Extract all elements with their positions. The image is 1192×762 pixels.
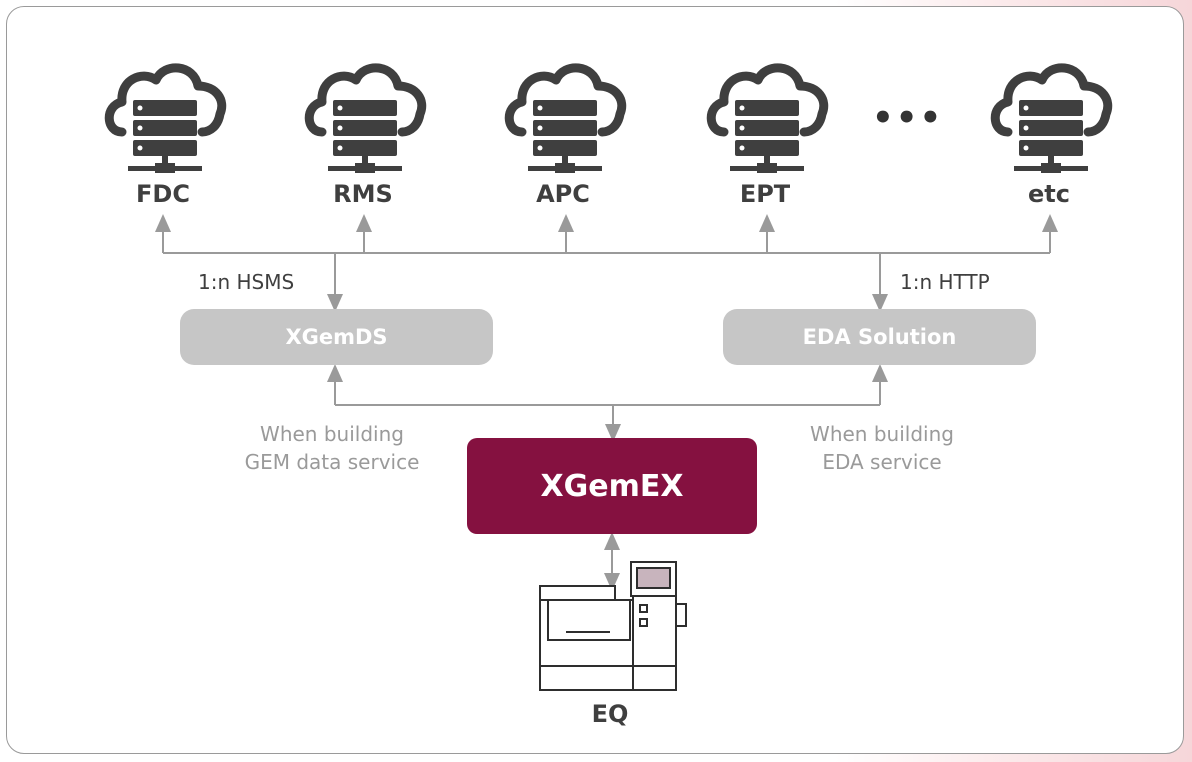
server-label-apc: APC	[536, 180, 590, 208]
etc-cloud-server-icon	[995, 68, 1108, 173]
middleware-bus-connector	[327, 364, 888, 442]
protocol-label-hsms: 1:n HSMS	[198, 270, 295, 294]
note-gem-data-service: When building GEM data service	[217, 420, 447, 476]
server-label-fdc: FDC	[136, 180, 190, 208]
ept-cloud-server-icon	[711, 68, 824, 173]
note-eda-line-1: When building	[810, 422, 954, 446]
core-box-xgemex: XGemEX	[467, 438, 757, 534]
protocol-label-http: 1:n HTTP	[900, 270, 990, 294]
middleware-box-xgemds: XGemDS	[180, 309, 493, 365]
equipment-machine-icon	[539, 561, 687, 691]
note-eda-service: When building EDA service	[767, 420, 997, 476]
server-label-ept: EPT	[739, 180, 791, 208]
note-eda-line-2: EDA service	[822, 450, 942, 474]
apc-cloud-server-icon	[509, 68, 622, 173]
server-label-rms: RMS	[333, 180, 393, 208]
server-bus-connector	[155, 214, 1058, 312]
fdc-cloud-server-icon	[109, 68, 222, 173]
note-gem-line-2: GEM data service	[244, 450, 420, 474]
more-servers-ellipsis: •••	[872, 98, 944, 138]
middleware-box-eda-solution: EDA Solution	[723, 309, 1036, 365]
rms-cloud-server-icon	[309, 68, 422, 173]
equipment-label: EQ	[591, 700, 629, 728]
note-gem-line-1: When building	[260, 422, 404, 446]
server-label-etc: etc	[1028, 180, 1070, 208]
